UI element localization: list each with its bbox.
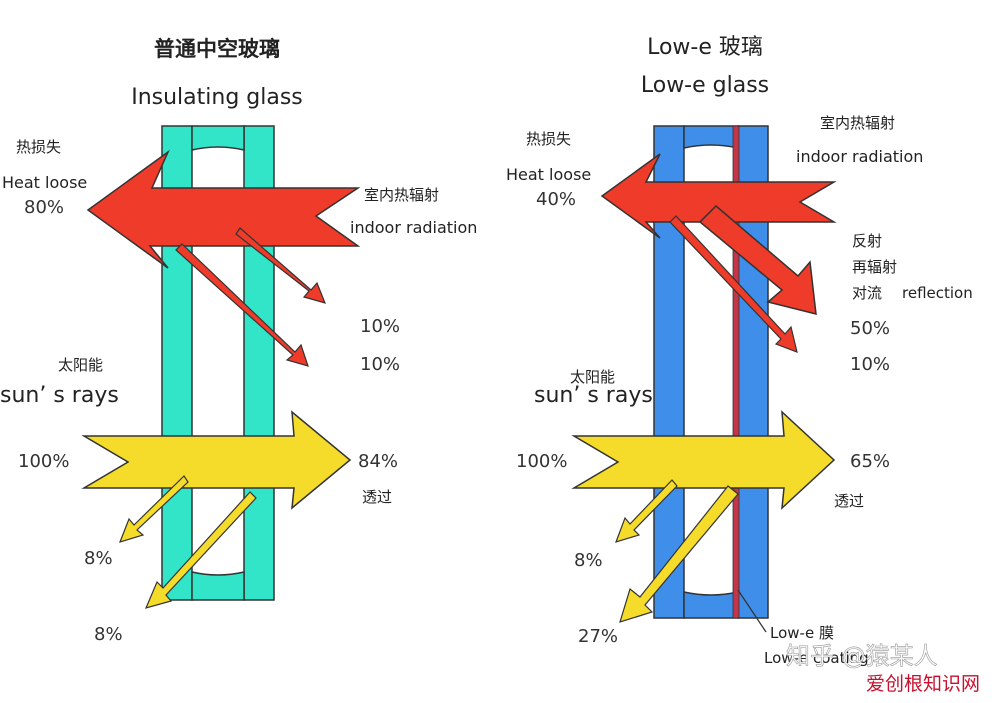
left-transmit-pct: 84% [358,451,398,472]
right-pct-a: 50% [850,318,890,339]
right-reflect-pct-a: 8% [574,550,603,571]
right-reflect-pct-b: 27% [578,626,618,647]
right-reflect-en: reflection [902,284,973,302]
sun-rays-arrow [81,410,352,510]
lowe-spacer-bottom [683,591,739,619]
coating-label-1: Low-e 膜 [770,624,834,642]
right-indoor-en: indoor radiation [796,147,923,166]
right-transmit-pct: 65% [850,451,890,472]
right-title-en: Low-e glass [641,73,769,98]
sun-rays-arrow-lowe [571,410,836,510]
heat-loss-arrow [86,149,361,269]
left-title-en: Insulating glass [131,85,303,110]
left-heat-loss-cn: 热损失 [16,138,61,156]
left-heat-loss-en: Heat loose [2,173,87,192]
left-title-cn: 普通中空玻璃 [154,37,280,61]
left-pct-a: 10% [360,316,400,337]
right-pct-b: 10% [850,354,890,375]
left-reflect-pct-b: 8% [94,624,123,645]
left-sun-en: sun’ s rays [0,383,119,408]
left-transmit-cn: 透过 [362,488,392,506]
watermark: 知乎 @猿某人 爱创根知识网 [786,642,980,696]
right-heat-loss-pct: 40% [536,189,576,210]
heat-reradiation-arrows [175,227,327,367]
right-reflect-cn-3: 对流 [852,284,882,302]
lowe-glass-panel [571,125,837,633]
lowe-coating-layer [732,125,740,619]
lowe-spacer-top [683,125,739,149]
right-sun-cn: 太阳能 [570,368,615,386]
right-reflect-cn-1: 反射 [852,232,882,250]
coating-pointer-line [737,589,767,633]
right-title-cn: Low-e 玻璃 [647,35,763,60]
lowe-glass-labels: Low-e 玻璃 Low-e glass 热损失 Heat loose 40% … [506,35,973,667]
right-indoor-cn: 室内热辐射 [820,114,895,132]
watermark-line2: 爱创根知识网 [866,673,980,695]
watermark-line1: 知乎 @猿某人 [786,642,938,670]
watermark-banner [860,670,980,696]
insulating-glass-panel [81,125,361,609]
left-indoor-en: indoor radiation [350,218,477,237]
insulating-glass-labels: 普通中空玻璃 Insulating glass 热损失 Heat loose 8… [0,37,477,645]
heat-reflection-arrow [698,204,817,315]
coating-label-2: Low-e coating [764,649,869,667]
right-reflect-cn-2: 再辐射 [852,258,897,276]
sun-reflection-arrows-lowe [615,479,739,623]
sun-reflection-arrows [118,475,257,609]
left-reflect-pct-a: 8% [84,548,113,569]
right-sun-en: sun’ s rays [534,383,653,408]
right-heat-loss-en: Heat loose [506,165,591,184]
left-heat-loss-pct: 80% [24,197,64,218]
right-transmit-cn: 透过 [834,492,864,510]
left-pct-b: 10% [360,354,400,375]
left-sun-cn: 太阳能 [58,356,103,374]
heat-loss-arrow-lowe [600,153,837,239]
left-sun-pct: 100% [18,451,69,472]
insulating-spacer-top [191,125,245,151]
insulating-spacer-bottom [191,571,245,601]
left-indoor-cn: 室内热辐射 [364,186,439,204]
right-sun-pct: 100% [516,451,567,472]
heat-reradiation-arrow-lowe [669,215,798,353]
right-heat-loss-cn: 热损失 [526,130,571,148]
